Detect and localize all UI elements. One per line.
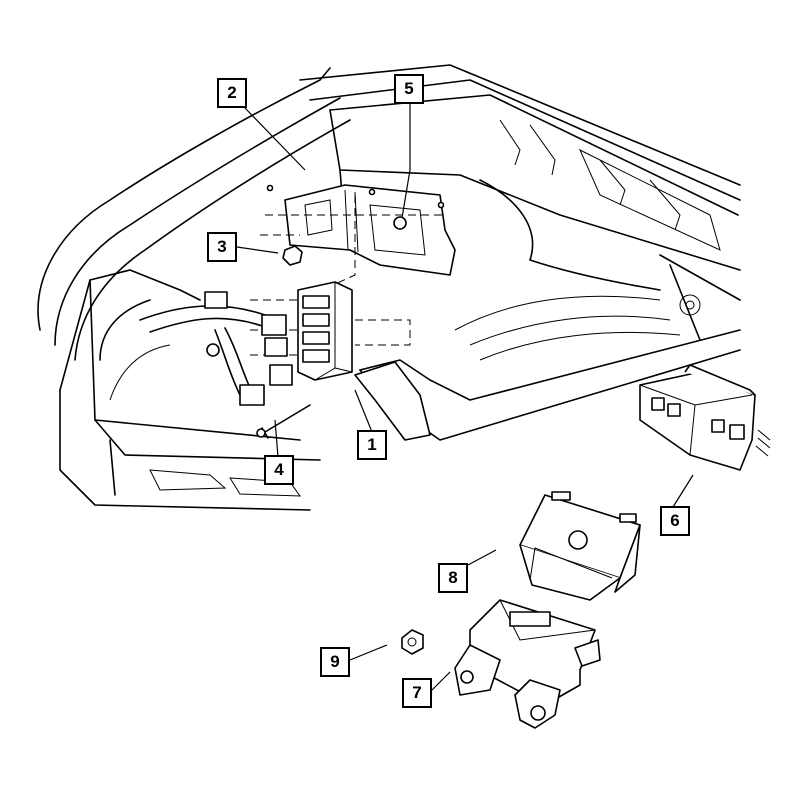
engine-bay-structure [37,64,741,511]
callout-6: 6 [660,506,690,536]
fasteners [256,184,445,439]
callout-8: 8 [438,563,468,593]
wiring-harness [139,291,293,406]
callout-3: 3 [207,232,237,262]
callout-7: 7 [402,678,432,708]
mounting-bracket [260,184,456,301]
callout-5: 5 [394,74,424,104]
part-6-junction-block [639,364,771,471]
leader-lines [236,102,694,691]
part-7-bracket-module [454,599,601,729]
callout-4: 4 [264,455,294,485]
part-9-nut [401,629,424,655]
callout-9: 9 [320,647,350,677]
part-8-module-cover [519,491,641,601]
callout-2: 2 [217,78,247,108]
control-module [250,281,411,381]
callout-1: 1 [357,430,387,460]
